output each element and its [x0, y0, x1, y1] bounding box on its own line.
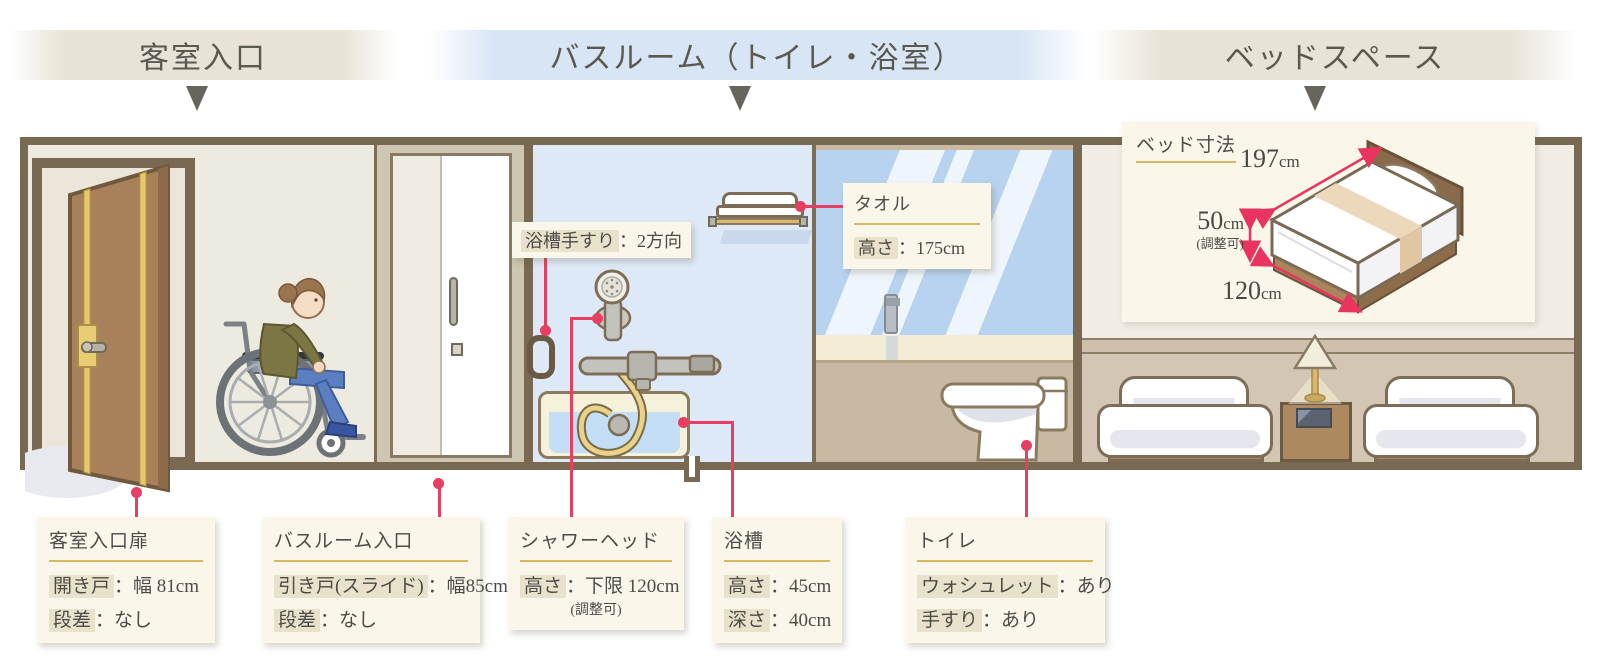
bed-length-label: 197cm	[1240, 144, 1300, 173]
length-arrow	[1251, 147, 1383, 229]
sliding-door-panel	[393, 156, 440, 455]
header-bedspace-label: ベッドスペース	[1224, 42, 1446, 75]
bathtub-water	[549, 412, 680, 453]
callout-row: 段差：なし	[49, 605, 203, 632]
bed-sheet-fold	[1376, 430, 1526, 448]
bed-isometric-illustration	[1238, 139, 1464, 314]
wall-corner-line	[374, 145, 377, 462]
connector-dot	[592, 313, 603, 324]
connector-line	[801, 205, 843, 208]
connector-dot	[678, 417, 689, 428]
callout-row: 高さ：下限 120cm	[520, 571, 679, 598]
bed-height-label: 50cm (調整可)	[1196, 206, 1244, 251]
connector-line	[438, 483, 441, 520]
sliding-door-seam	[440, 156, 442, 455]
towel-bottom	[716, 205, 804, 218]
bed-panel-title: ベッド寸法	[1136, 130, 1237, 163]
connector-dot	[131, 487, 142, 498]
connector-line	[731, 421, 734, 520]
callout-shower-head: シャワーヘッド 高さ：下限 120cm (調整可)	[508, 517, 684, 630]
bed-width-label: 120cm	[1222, 276, 1282, 305]
sliding-door-handle	[449, 277, 458, 326]
callout-row: 段差：なし	[274, 605, 468, 632]
room-outline	[20, 137, 1582, 470]
callout-bathtub: 浴槽 高さ：45cm 深さ：40cm	[712, 517, 842, 643]
callout-title: シャワーヘッド	[520, 526, 672, 562]
bedroom-wall-edge	[1073, 145, 1082, 462]
connector-line	[570, 317, 600, 320]
down-arrow-icon	[729, 86, 751, 111]
callout-row: 手すり：あり	[917, 605, 1093, 632]
header-bathroom-label: バスルーム（トイレ・浴室）	[549, 42, 965, 75]
callout-title: 浴槽	[724, 526, 830, 562]
nightstand-control-panel	[1296, 408, 1332, 428]
callout-title: タオル	[854, 190, 980, 225]
callout-row: ウォシュレット：あり	[917, 571, 1115, 598]
callout-towel: タオル 高さ：175cm	[843, 183, 991, 269]
connector-dot	[1021, 440, 1032, 451]
header-entrance: 客室入口	[10, 30, 396, 80]
callout-title: 客室入口扉	[49, 526, 203, 562]
connector-dot	[433, 478, 444, 489]
towel-rail	[712, 218, 808, 225]
vanity-counter	[816, 335, 1073, 363]
header-bedspace: ベッドスペース	[1092, 30, 1578, 80]
bed-dimensions-panel: ベッド寸法 197cm 50cm (調整可) 120cm	[1122, 122, 1535, 322]
connector-dot	[540, 325, 551, 336]
header-entrance-label: 客室入口	[139, 42, 267, 75]
bathroom-wall-edge	[524, 145, 533, 462]
towel-shadow	[719, 230, 813, 244]
callout-row: 深さ：40cm	[724, 605, 831, 632]
callout-row: 高さ：45cm	[724, 571, 831, 598]
width-arrow	[1249, 246, 1363, 313]
callout-bath-rail: 浴槽手すり：2方向	[512, 222, 691, 258]
connector-line	[135, 493, 138, 520]
connector-line	[1025, 446, 1028, 520]
connector-line	[683, 421, 734, 424]
callout-note: (調整可)	[570, 603, 622, 618]
down-arrow-icon	[1304, 86, 1326, 111]
callout-toilet: トイレ ウォシュレット：あり 手すり：あり	[905, 517, 1115, 643]
towel-rail-bracket	[799, 216, 808, 227]
callout-row: 高さ：175cm	[854, 234, 980, 260]
vanity-corner-line	[812, 145, 816, 462]
callout-title: トイレ	[917, 526, 1093, 562]
towel-rail-bracket	[708, 216, 717, 227]
callout-row: 引き戸(スライド)：幅85cm	[274, 571, 508, 598]
callout-row: 開き戸：幅 81cm	[49, 571, 203, 598]
connector-dot	[795, 201, 806, 212]
floor-step	[684, 456, 700, 482]
header-bathroom: バスルーム（トイレ・浴室）	[429, 30, 1085, 80]
connector-line	[544, 256, 547, 332]
bed-sheet-fold	[1110, 430, 1260, 448]
faucet-reflection	[886, 336, 898, 360]
bed-runner-side	[1400, 226, 1422, 274]
callout-title: バスルーム入口	[274, 526, 468, 562]
connector-line	[570, 317, 573, 520]
sliding-door-lock	[451, 343, 463, 356]
faucet-band	[886, 298, 900, 306]
callout-bathroom-entrance: バスルーム入口 引き戸(スライド)：幅85cm 段差：なし	[262, 517, 508, 643]
down-arrow-icon	[186, 86, 208, 111]
callout-entrance-door: 客室入口扉 開き戸：幅 81cm 段差：なし	[37, 517, 215, 643]
